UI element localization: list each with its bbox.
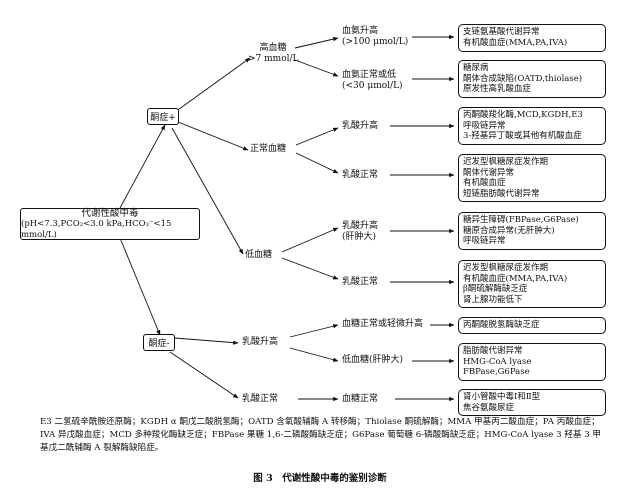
lactate-high-normal-glucose: 乳酸升高 <box>342 121 379 131</box>
result-line: 迟发型枫糖尿症发作期 <box>463 157 549 167</box>
result-line: 短链脂肪酸代谢异常 <box>463 188 540 199</box>
result-line: 丙酮酸羧化酶,MCD,KGDH,E3 <box>463 110 583 120</box>
result-box-6: 迟发型枫糖尿症发作期 有机酸血症(MMA,PA,IVA) β酮硫解酶缺乏症 肾上… <box>458 260 606 308</box>
result-line: 丙酮酸脱氢酶缺乏症 <box>463 320 540 330</box>
result-line: 原发性高乳酸血症 <box>463 84 532 94</box>
result-line: 有机酸血症(MMA,PA,IVA) <box>463 273 568 284</box>
high-glucose-threshold: >7 mmol/L <box>248 54 299 64</box>
abbreviation-footnote: E3 二氢硫辛酰胺还原酶；KGDH α 酮戊二酸脱氢酶；OATD 含氧酸辅酶 A… <box>40 417 602 453</box>
result-line: 酮体合成缺陷(OATD,thiolase) <box>463 73 583 84</box>
result-line: 有机酸血症(MMA,PA,IVA) <box>463 37 568 48</box>
root-node: 代谢性酸中毒 (pH<7.3,PCO₂<3.0 kPa,HCO₃⁻<15 mmo… <box>20 208 200 240</box>
ammonia-high-node: 血氨升高 (>100 μmol/L) <box>342 26 408 48</box>
glucose-normal-or-mild: 血糖正常或轻微升高 <box>342 319 424 329</box>
result-box-7: 丙酮酸脱氢酶缺乏症 <box>458 317 606 334</box>
ketosis-positive-label: 酮症+ <box>150 113 176 123</box>
lactate-high-hepatomegaly-label: 乳酸升高 <box>342 221 379 231</box>
ammonia-high-label: 血氨升高 <box>342 26 379 36</box>
root-criteria: (pH<7.3,PCO₂<3.0 kPa,HCO₃⁻<15 mmol/L) <box>21 218 172 240</box>
high-glucose-label: 高血糖 <box>259 43 287 53</box>
ammonia-normal-low-threshold: (<30 μmol/L) <box>342 81 403 91</box>
result-line: 呼吸链异常 <box>463 236 506 246</box>
lactate-high-hepatomegaly-note: (肝肿大) <box>342 232 377 242</box>
result-line: 肾小管酸中毒Ⅰ和Ⅱ型 <box>463 392 541 402</box>
glucose-normal: 血糖正常 <box>342 394 379 404</box>
result-line: 迟发型枫糖尿症发作期 <box>463 263 549 273</box>
result-line: 酮体代谢异常 <box>463 167 515 178</box>
lactate-normal-normal-glucose: 乳酸正常 <box>342 170 379 180</box>
result-line: 焦谷氨酸尿症 <box>463 402 515 413</box>
result-line: 肾上腺功能低下 <box>463 294 523 305</box>
result-line: 脂肪酸代谢异常 <box>463 346 523 356</box>
result-line: 有机酸血症 <box>463 178 506 188</box>
result-box-5: 糖异生障碍(FBPase,G6Pase) 糖原合成异常(无肝肿大) 呼吸链异常 <box>458 212 606 250</box>
result-line: 呼吸链异常 <box>463 120 506 131</box>
ammonia-normal-low-node: 血氨正常或低 (<30 μmol/L) <box>342 70 403 92</box>
result-box-1: 支链氨基酸代谢异常 有机酸血症(MMA,PA,IVA) <box>458 24 606 52</box>
lactate-normal-low-glucose: 乳酸正常 <box>342 277 379 287</box>
result-line: FBPase,G6Pase <box>463 367 530 377</box>
normal-glucose-node: 正常血糖 <box>250 144 287 154</box>
result-line: 3-羟基异丁酸或其他有机酸血症 <box>463 131 582 141</box>
lactate-high-hepatomegaly: 乳酸升高 (肝肿大) <box>342 221 378 243</box>
result-box-3: 丙酮酸羧化酶,MCD,KGDH,E3 呼吸链异常 3-羟基异丁酸或其他有机酸血症 <box>458 107 606 145</box>
result-line: β酮硫解酶缺乏症 <box>463 284 528 294</box>
lactate-high-ketosis-negative: 乳酸升高 <box>242 337 279 347</box>
ketosis-negative-node: 酮症- <box>143 334 175 351</box>
high-glucose-node: 高血糖 >7 mmol/L <box>248 43 299 65</box>
figure-caption: 图 3 代谢性酸中毒的鉴别诊断 <box>253 473 387 484</box>
ketosis-negative-label: 酮症- <box>148 339 170 349</box>
result-line: HMG-CoA lyase <box>463 356 532 367</box>
lactate-normal-ketosis-negative: 乳酸正常 <box>242 394 279 404</box>
result-box-8: 脂肪酸代谢异常 HMG-CoA lyase FBPase,G6Pase <box>458 343 606 381</box>
ammonia-normal-low-label: 血氨正常或低 <box>342 70 397 80</box>
result-box-9: 肾小管酸中毒Ⅰ和Ⅱ型 焦谷氨酸尿症 <box>458 389 606 416</box>
low-glucose-node: 低血糖 <box>245 250 273 260</box>
result-box-4: 迟发型枫糖尿症发作期 酮体代谢异常 有机酸血症 短链脂肪酸代谢异常 <box>458 154 606 202</box>
result-line: 糖原合成异常(无肝肿大) <box>463 225 555 236</box>
ketosis-positive-node: 酮症+ <box>147 108 179 125</box>
result-line: 糖尿病 <box>463 63 489 73</box>
result-box-2: 糖尿病 酮体合成缺陷(OATD,thiolase) 原发性高乳酸血症 <box>458 60 606 98</box>
root-title: 代谢性酸中毒 <box>81 207 139 219</box>
result-line: 糖异生障碍(FBPase,G6Pase) <box>463 215 579 225</box>
low-glucose-hepatomegaly: 低血糖(肝肿大) <box>342 355 404 365</box>
result-line: 支链氨基酸代谢异常 <box>463 27 540 37</box>
ammonia-high-threshold: (>100 μmol/L) <box>342 37 409 47</box>
